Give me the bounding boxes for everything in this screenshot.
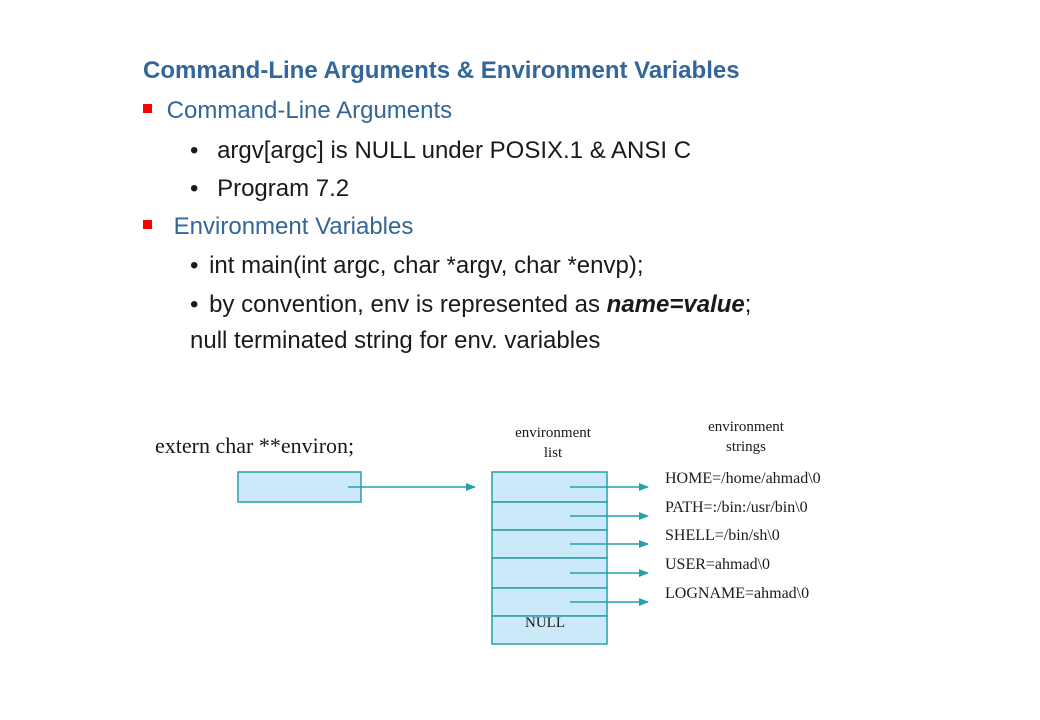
list-item-label: Program 7.2 bbox=[217, 175, 350, 202]
env-string-logname: LOGNAME=ahmad\0 bbox=[665, 585, 809, 602]
env-string-shell: SHELL=/bin/sh\0 bbox=[665, 527, 780, 544]
section-heading-environment: Environment Variables bbox=[143, 213, 413, 241]
section-heading-label: Command-Line Arguments bbox=[166, 97, 453, 124]
list-item-label: int main(int argc, char *argv, char *env… bbox=[209, 252, 644, 279]
list-item-label: by convention, env is represented as bbox=[209, 291, 607, 318]
section-heading-command-line: Command-Line Arguments bbox=[143, 97, 452, 125]
environment-list-label-2: list bbox=[544, 445, 563, 461]
bullet-dot-icon: • bbox=[190, 137, 199, 164]
section-heading-label: Environment Variables bbox=[173, 213, 414, 240]
list-item: • by convention, env is represented as n… bbox=[190, 291, 751, 319]
slide-title: Command-Line Arguments & Environment Var… bbox=[143, 57, 740, 84]
list-item: • Program 7.2 bbox=[190, 175, 349, 203]
list-item: • int main(int argc, char *argv, char *e… bbox=[190, 252, 643, 280]
environment-list-label: environment bbox=[515, 425, 592, 441]
list-item: • argv[argc] is NULL under POSIX.1 & ANS… bbox=[190, 137, 691, 165]
list-item-label: argv[argc] is NULL under POSIX.1 & ANSI … bbox=[217, 137, 692, 164]
extern-environ-label: extern char **environ; bbox=[155, 433, 354, 458]
bullet-dot-icon: • bbox=[190, 252, 199, 279]
environment-strings-label: environment bbox=[708, 419, 785, 435]
env-string-home: HOME=/home/ahmad\0 bbox=[665, 470, 821, 487]
environment-strings-label-2: strings bbox=[726, 439, 766, 455]
env-list-cell-2 bbox=[491, 529, 608, 559]
null-terminator-label: NULL bbox=[525, 615, 565, 631]
bullet-dot-icon: • bbox=[190, 175, 199, 202]
bullet-dot-icon: • bbox=[190, 291, 199, 318]
list-item-continuation: null terminated string for env. variable… bbox=[190, 327, 601, 354]
env-string-path: PATH=:/bin:/usr/bin\0 bbox=[665, 499, 808, 516]
red-square-bullet-icon bbox=[143, 104, 152, 114]
env-list-cell-null bbox=[491, 615, 608, 645]
name-value-emphasis: name=value bbox=[606, 291, 745, 318]
red-square-bullet-icon bbox=[143, 220, 152, 230]
env-string-user: USER=ahmad\0 bbox=[665, 556, 770, 573]
environ-pointer-box bbox=[237, 471, 362, 503]
list-item-suffix: ; bbox=[744, 291, 752, 318]
